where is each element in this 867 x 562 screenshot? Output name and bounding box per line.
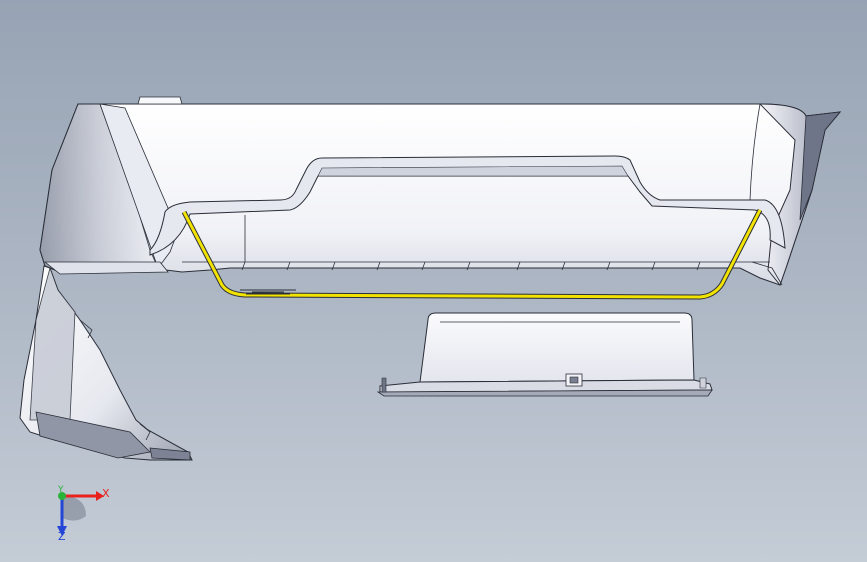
z-axis-label: Z — [58, 530, 66, 543]
tray-part[interactable] — [376, 312, 713, 397]
x-axis-label: X — [102, 487, 110, 500]
reference-triad-icon — [57, 491, 104, 536]
selected-edge-highlight[interactable] — [181, 208, 763, 300]
bumper-shell-part[interactable] — [39, 96, 842, 287]
side-bracket-part[interactable] — [19, 265, 193, 461]
clip-window-detail — [565, 373, 583, 387]
rib-lines — [241, 261, 701, 271]
y-axis-label: Y — [58, 485, 64, 495]
